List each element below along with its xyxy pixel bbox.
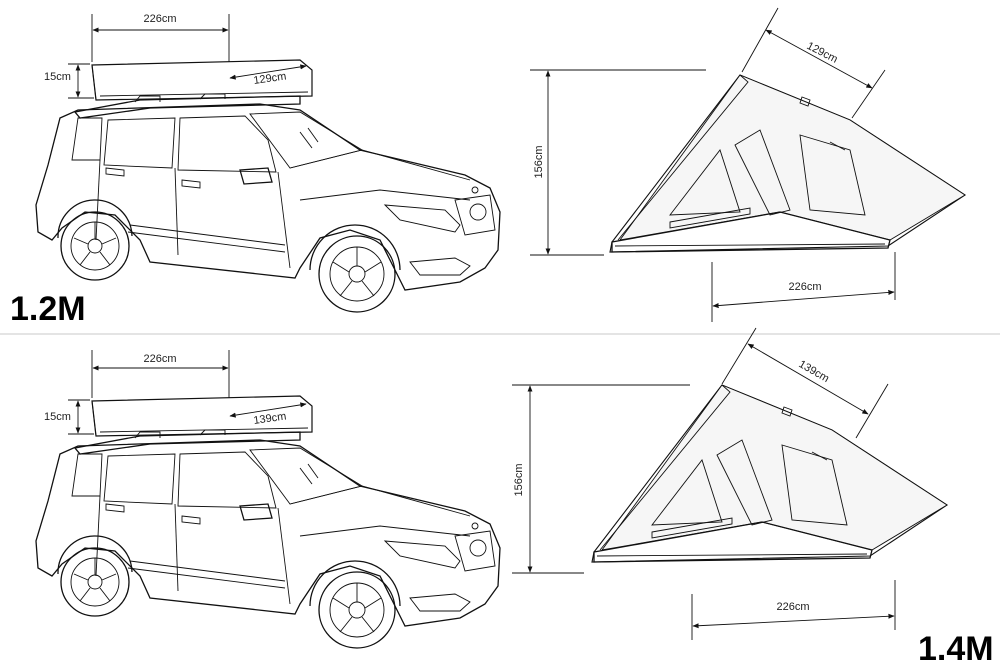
car-length-label-1: 226cm <box>143 13 176 25</box>
suv-with-roof-box-2 <box>35 395 501 649</box>
open-tent-2 <box>591 384 948 563</box>
model-label-1: 1.2M <box>10 290 86 328</box>
car-width-label-2: 139cm <box>253 410 287 426</box>
car-dim-width-1: 129cm <box>229 64 307 87</box>
tent-length-label-1: 226cm <box>788 281 821 293</box>
suv-with-roof-box-1 <box>35 59 501 313</box>
tent-height-label-2: 156cm <box>513 463 525 496</box>
panel-1: 226cm 15cm 129cm 1.2M 129cm 156cm <box>10 7 966 328</box>
tent-length-label-2: 226cm <box>776 601 809 613</box>
car-length-label-2: 226cm <box>143 353 176 365</box>
car-dim-height-2: 15cm <box>44 399 94 435</box>
tent-dim-height-2: 156cm <box>512 384 690 574</box>
car-height-label-1: 15cm <box>44 71 71 83</box>
car-dim-height-1: 15cm <box>44 63 94 99</box>
car-width-label-1: 129cm <box>253 70 287 86</box>
car-dim-length-2: 226cm <box>91 350 230 398</box>
model-label-2: 1.4M <box>918 630 994 667</box>
panel-2: 226cm 15cm 139cm 1.4M 139cm 156cm <box>35 327 994 667</box>
tent-dim-height-1: 156cm <box>530 69 706 256</box>
tent-dim-length-2: 226cm <box>691 580 896 640</box>
open-tent-1 <box>609 74 966 253</box>
tent-width-label-2: 139cm <box>797 358 832 385</box>
car-dim-width-2: 139cm <box>229 402 307 427</box>
car-dim-length-1: 226cm <box>91 13 230 62</box>
tent-height-label-1: 156cm <box>533 145 545 178</box>
car-height-label-2: 15cm <box>44 411 71 423</box>
tent-dim-length-1: 226cm <box>711 252 896 322</box>
tent-width-label-1: 129cm <box>805 40 840 66</box>
